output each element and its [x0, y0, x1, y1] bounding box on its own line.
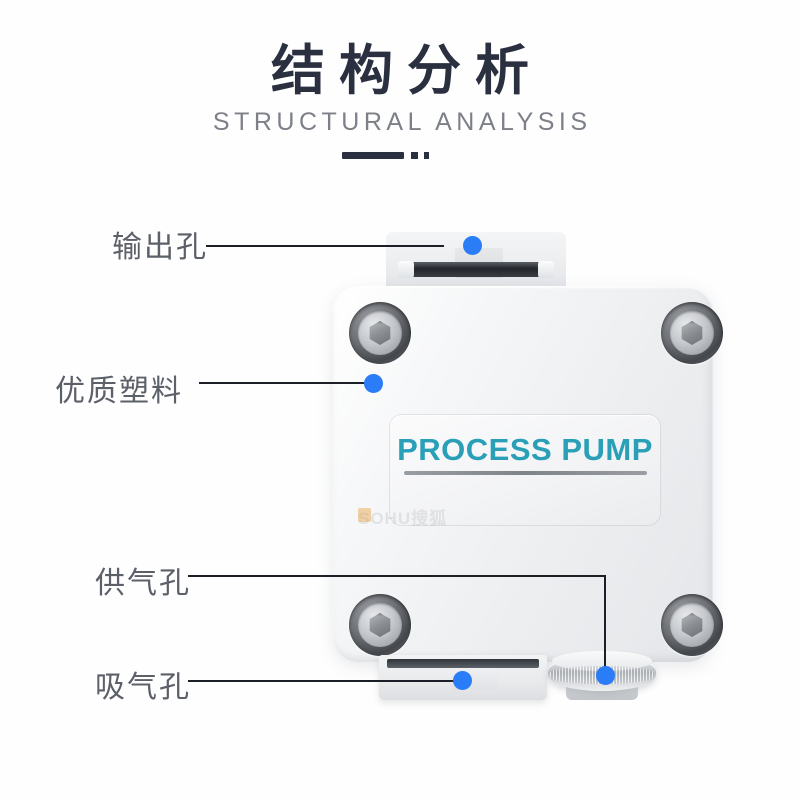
- page-title: 结构分析: [271, 41, 543, 101]
- leader-line-air-supply-horizontal: [188, 575, 606, 577]
- brand-underline: [404, 471, 647, 475]
- output-port-cap-left: [398, 261, 414, 278]
- callout-label-air-intake-hole: 吸气孔: [95, 671, 191, 704]
- hex-screw-icon-top-right: [661, 302, 723, 364]
- leader-line-quality-plastic: [199, 382, 368, 384]
- output-port-cap-right: [538, 261, 554, 278]
- brand-name: PROCESS PUMP: [397, 432, 653, 467]
- output-port-slot: [398, 262, 554, 277]
- watermark-badge: [358, 508, 371, 522]
- page-subtitle: STRUCTURAL ANALYSIS: [212, 108, 592, 136]
- callout-label-air-supply-hole: 供气孔: [95, 567, 191, 600]
- divider-square-small: [424, 152, 429, 159]
- title-divider: [0, 150, 800, 160]
- brand-label-panel: [390, 415, 660, 525]
- leader-line-output-hole: [206, 245, 444, 247]
- hex-screw-icon-bottom-right: [661, 594, 723, 656]
- callout-label-output-hole: 输出孔: [112, 231, 208, 264]
- callout-label-quality-plastic: 优质塑料: [55, 375, 183, 408]
- watermark-text: SOHU搜狐: [358, 509, 448, 528]
- marker-dot-air-intake-hole: [453, 671, 472, 690]
- leader-line-air-intake-hole: [188, 680, 457, 682]
- hex-screw-icon-bottom-left: [349, 594, 411, 656]
- marker-dot-output-hole: [463, 236, 482, 255]
- marker-dot-quality-plastic: [364, 374, 383, 393]
- intake-port-slot: [387, 659, 539, 668]
- marker-dot-air-supply-hole: [596, 666, 615, 685]
- divider-bar: [342, 152, 404, 159]
- divider-square-large: [411, 152, 418, 159]
- leader-line-air-supply-vertical: [604, 575, 606, 675]
- hex-screw-icon-top-left: [349, 302, 411, 364]
